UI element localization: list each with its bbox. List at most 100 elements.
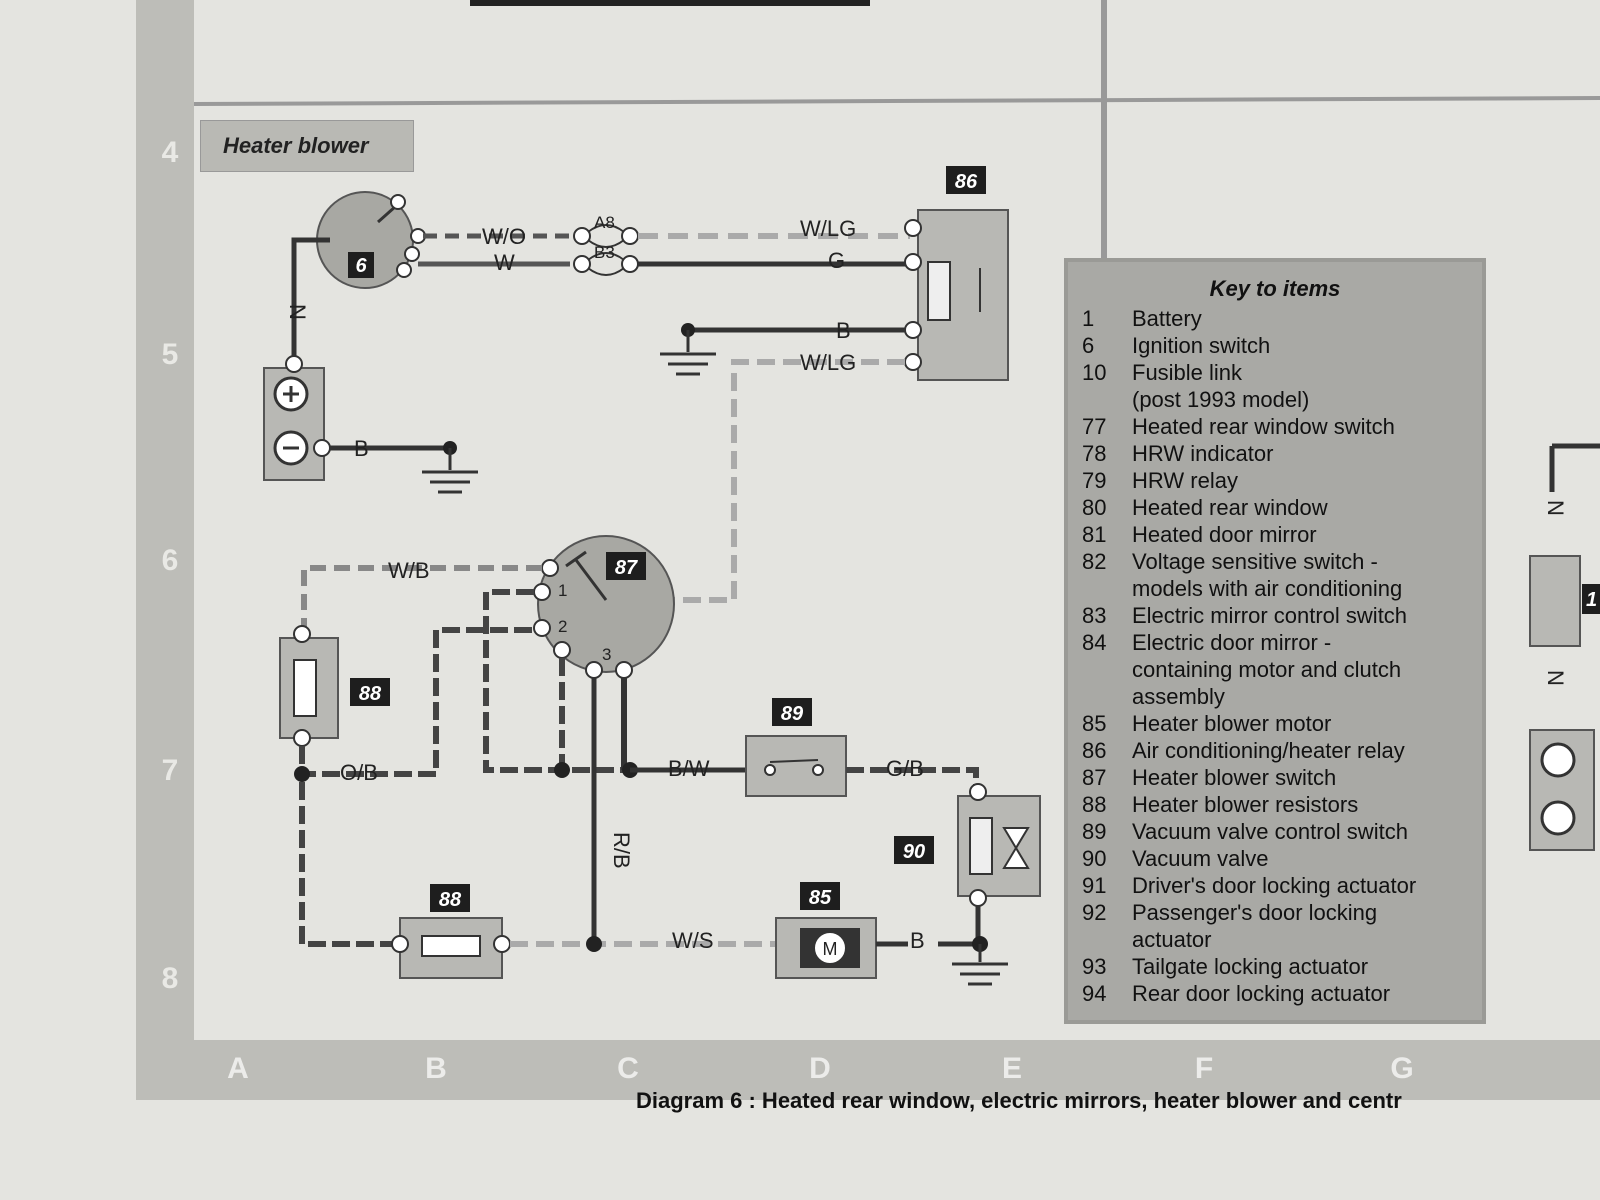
fuse-a8: A8 [573, 213, 639, 248]
badge-fragment [1582, 584, 1600, 614]
wire-label: W/S [672, 928, 714, 953]
key-title: Key to items [1209, 276, 1341, 301]
column-letter: F [1194, 1052, 1214, 1085]
key-item-number: 80 [1082, 495, 1107, 520]
wire-label: W/LG [800, 350, 856, 375]
heater-relay: 86 [904, 166, 1009, 381]
fuse-label: A8 [594, 213, 615, 232]
key-item-number: 82 [1082, 549, 1107, 574]
terminal-label: 2 [558, 617, 567, 636]
wire-label: B/W [668, 756, 710, 781]
frame-line [193, 96, 1600, 106]
heater-blower-resistor: 88 [279, 625, 390, 747]
grid-border-left [136, 0, 194, 1100]
badge-label: 90 [903, 841, 925, 863]
key-item-text: Heater blower motor [1132, 711, 1332, 736]
key-item-number: 91 [1082, 873, 1107, 898]
key-item-number: 86 [1082, 738, 1107, 763]
key-item-text: Tailgate locking actuator [1132, 954, 1369, 979]
wire [1549, 443, 1600, 492]
badge-label: 88 [439, 889, 462, 911]
key-item-text: Rear door locking actuator [1132, 981, 1391, 1006]
key-item-text: Voltage sensitive switch - [1132, 549, 1378, 574]
wire [299, 627, 534, 777]
key-item-text: Vacuum valve [1132, 846, 1269, 871]
wire-label: B [836, 318, 851, 343]
heater-blower-motor: M 85 [775, 882, 877, 979]
wire-label: W [494, 250, 515, 275]
terminal-label: 3 [602, 645, 611, 664]
battery [263, 355, 331, 481]
key-item-number: 84 [1082, 630, 1107, 655]
key-item-text: Fusible link [1132, 360, 1243, 385]
heater-blower-resistor: 88 [391, 884, 511, 979]
wire-label: G [828, 248, 845, 273]
key-item-number: 92 [1082, 900, 1107, 925]
wire-label: W/LG [800, 216, 856, 241]
wire-label: W/O [482, 224, 526, 249]
fusible-link [1529, 555, 1581, 647]
key-item-text: Heater blower resistors [1132, 792, 1359, 817]
key-item-text: containing motor and clutch [1132, 657, 1402, 682]
section-title-tab: Heater blower [200, 120, 414, 172]
terminal-label: 1 [558, 581, 567, 600]
top-component-edge [470, 0, 870, 6]
section-title: Heater blower [223, 133, 369, 158]
battery-terminal-negative [1540, 800, 1576, 836]
key-item-text: Driver's door locking actuator [1132, 873, 1417, 898]
key-item-text: Battery [1132, 306, 1202, 331]
wire-junction [586, 936, 602, 952]
wire [299, 782, 398, 947]
heater-blower-switch: 1 2 3 87 [533, 535, 675, 679]
wire-label: O/B [340, 760, 378, 785]
column-letter: B [425, 1052, 447, 1085]
key-item-text: models with air conditioning [1132, 576, 1403, 601]
key-item-number: 83 [1082, 603, 1107, 628]
wire-label: N [1543, 670, 1568, 686]
wire-label: N [1543, 500, 1568, 516]
badge-label: 86 [955, 171, 978, 193]
key-item-number: 93 [1082, 954, 1107, 979]
badge-label: 1 [1586, 589, 1597, 611]
key-item-text: HRW relay [1132, 468, 1238, 493]
diagram-caption: Diagram 6 : Heated rear window, electric… [636, 1088, 1402, 1113]
key-item-number: 87 [1082, 765, 1107, 790]
vacuum-valve: 90 [894, 783, 1041, 907]
wire-junction [554, 762, 570, 778]
fuse-label: B3 [594, 243, 615, 262]
key-item-number: 90 [1082, 846, 1107, 871]
key-item-number: 1 [1082, 306, 1095, 331]
ignition-switch: 6 [316, 191, 426, 289]
row-number: 6 [161, 544, 179, 577]
column-letter: G [1390, 1052, 1414, 1085]
grid-border-bottom [136, 1040, 1600, 1100]
key-item-text: assembly [1132, 684, 1225, 709]
key-item-text: Air conditioning/heater relay [1132, 738, 1405, 763]
key-item-text: (post 1993 model) [1132, 387, 1310, 412]
wire-label: W/B [388, 558, 430, 583]
badge-label: 87 [615, 557, 638, 579]
badge-label: 85 [809, 887, 832, 909]
key-item-number: 94 [1082, 981, 1107, 1006]
key-item-text: Vacuum valve control switch [1132, 819, 1408, 844]
vacuum-valve-control-switch: 89 [745, 698, 847, 797]
column-letter: D [809, 1052, 831, 1085]
column-letter: E [1001, 1052, 1022, 1085]
key-item-text: HRW indicator [1132, 441, 1274, 466]
badge-label: 6 [355, 255, 367, 277]
key-item-text: Heater blower switch [1132, 765, 1337, 790]
key-item-text: actuator [1132, 927, 1212, 952]
badge-label: 88 [359, 683, 382, 705]
column-letter: A [227, 1052, 249, 1085]
key-item-number: 77 [1082, 414, 1107, 439]
wire-junction [294, 766, 310, 782]
battery-terminal-positive [1540, 742, 1576, 778]
row-number: 8 [161, 962, 179, 995]
svg-text:M: M [823, 939, 838, 959]
wire-label: B [354, 436, 369, 461]
key-item-text: Heated rear window [1132, 495, 1328, 520]
key-item-text: Heated door mirror [1132, 522, 1317, 547]
wire [291, 237, 330, 360]
